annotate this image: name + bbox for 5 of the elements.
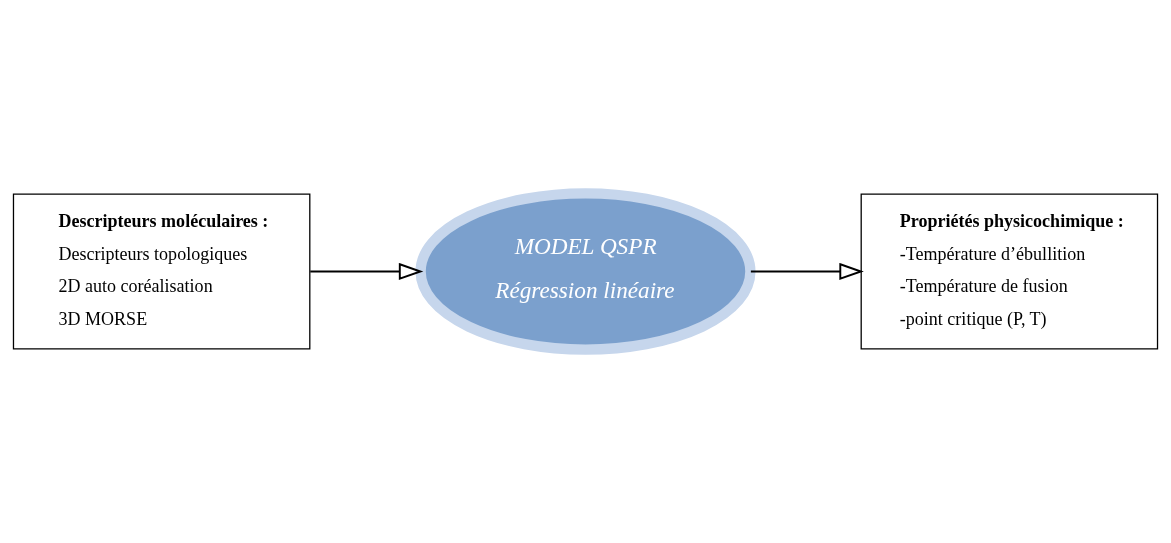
node-box: Descripteurs moléculaires : Descripteurs topologiques 2D auto coréalisation 3D MORSE (12, 193, 311, 350)
arrow (749, 262, 864, 281)
node-box: Propriétés physicochimique : -Température d’ébullition -Température de fusion -point critique (P, T) (860, 193, 1159, 350)
node-ellipse: MODEL QSPR Régression linéaire (415, 188, 756, 355)
arrow (309, 262, 424, 281)
